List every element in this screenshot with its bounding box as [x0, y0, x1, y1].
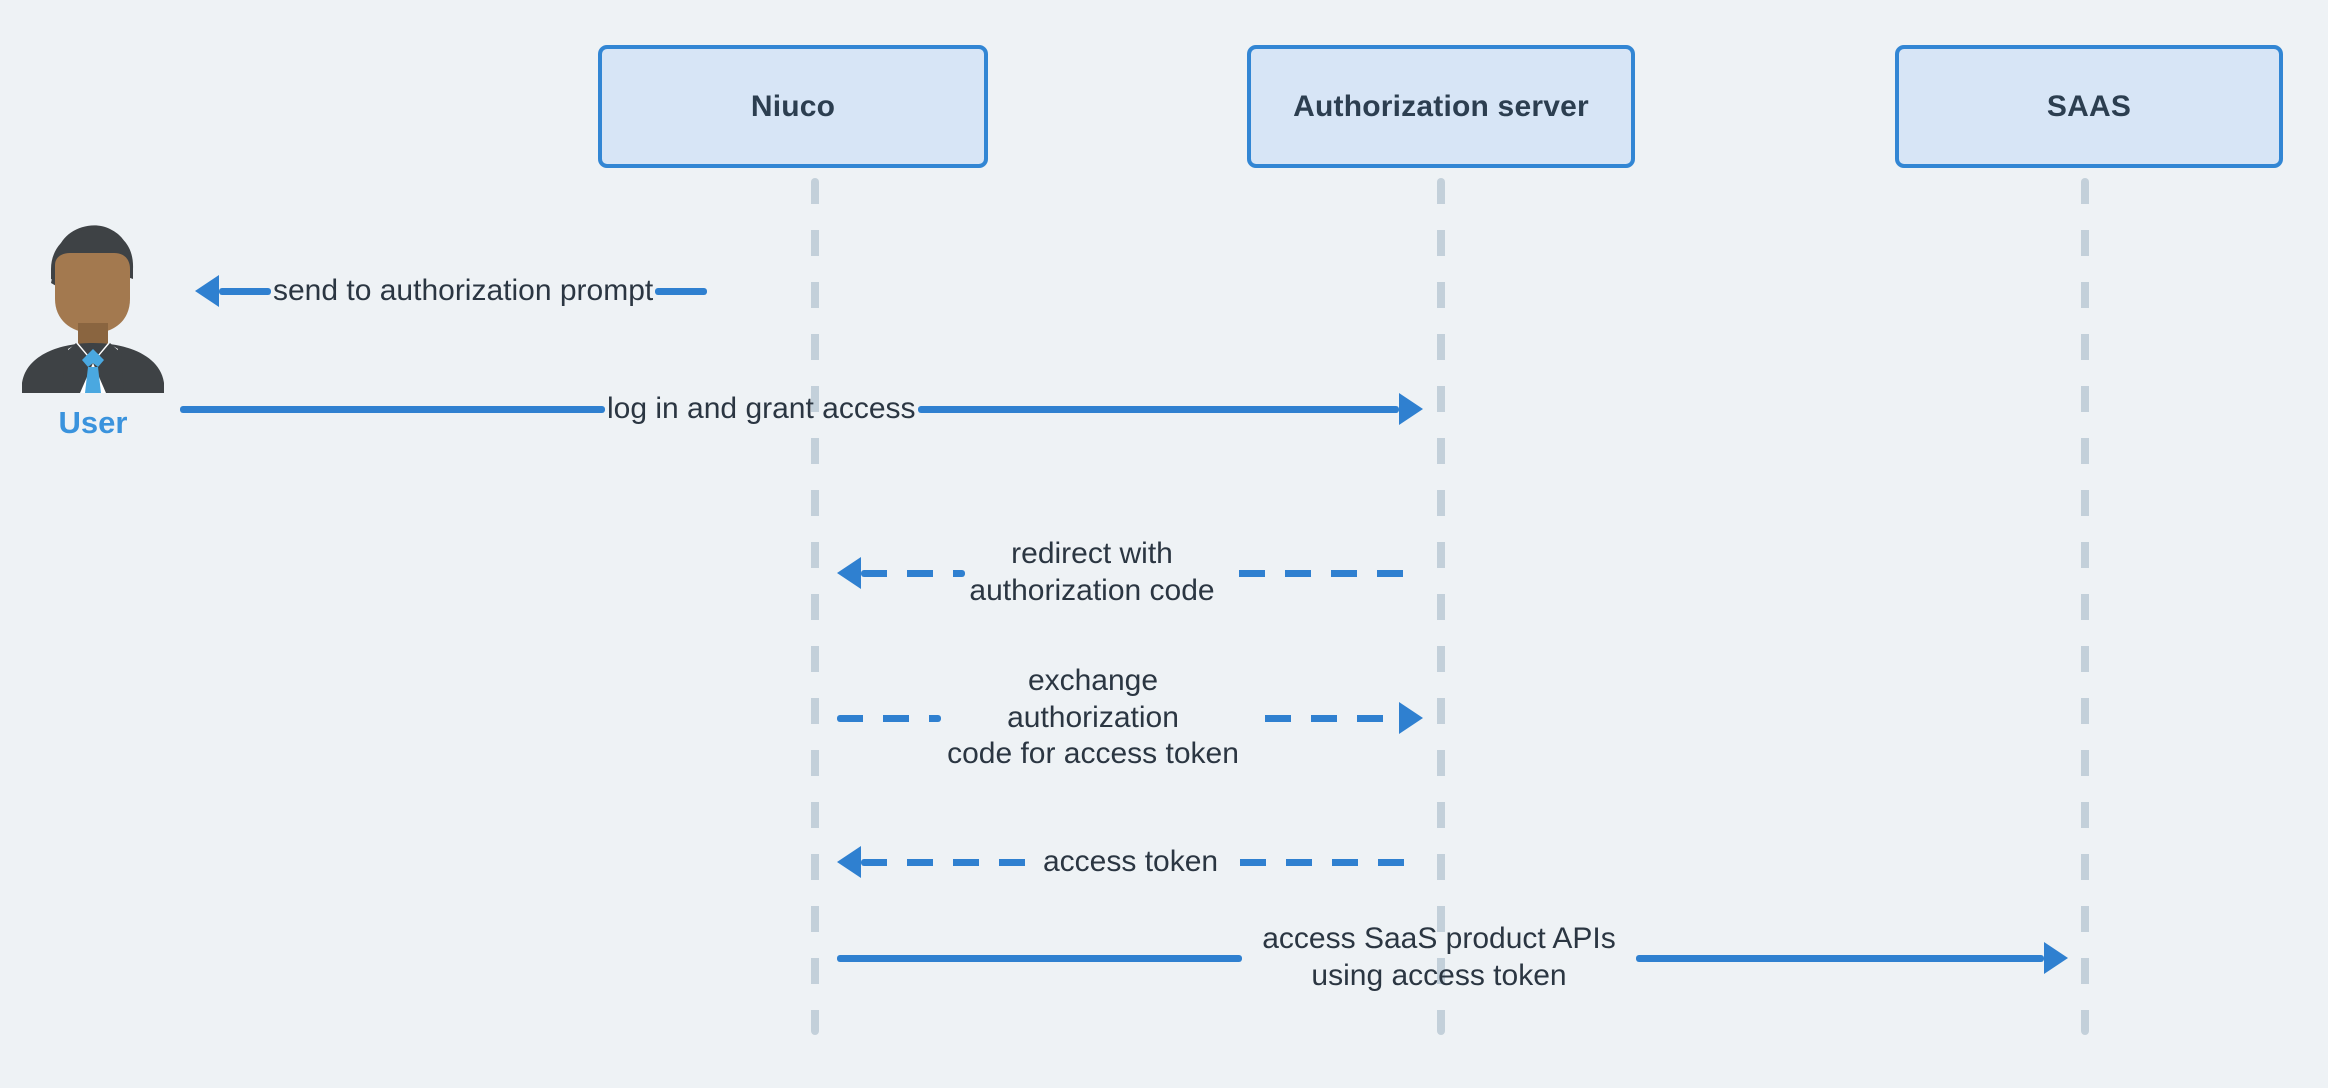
message-line-segment — [837, 954, 1242, 962]
message-label: redirect with authorization code — [969, 537, 1215, 607]
arrowhead-right-icon — [1399, 393, 1423, 425]
message-label: access SaaS product APIs using access to… — [1262, 922, 1616, 992]
participant-box-saas[interactable]: SAAS — [1895, 45, 2283, 168]
message-line-segment — [917, 405, 1399, 413]
message-label: exchange authorization code for access t… — [947, 664, 1239, 771]
lifeline-saas — [2081, 178, 2089, 1035]
arrowhead-right-icon — [1399, 702, 1423, 734]
message-redirect-with-authorization-code[interactable]: redirect with authorization code — [837, 537, 1423, 607]
message-line-segment — [861, 569, 965, 577]
actor-label-user: User — [58, 405, 128, 440]
arrowhead-left-icon — [837, 557, 861, 589]
message-send-to-authorization-prompt[interactable]: send to authorization prompt — [195, 274, 815, 308]
actor-user[interactable] — [18, 213, 168, 399]
message-line-segment — [1636, 954, 2044, 962]
message-line-segment — [180, 405, 605, 413]
participant-label-niuco: Niuco — [750, 89, 836, 123]
arrowhead-right-icon — [2044, 942, 2068, 974]
message-access-token[interactable]: access token — [837, 845, 1423, 879]
message-label: send to authorization prompt — [273, 273, 654, 307]
participant-box-authorization-server[interactable]: Authorization server — [1247, 45, 1635, 168]
message-line-segment — [837, 714, 941, 722]
lifeline-niuco — [811, 178, 819, 1035]
message-log-in-and-grant-access[interactable]: log in and grant access — [180, 392, 1423, 426]
participant-box-niuco[interactable]: Niuco — [598, 45, 988, 168]
message-line-segment — [655, 287, 708, 295]
message-exchange-authorization-code[interactable]: exchange authorization code for access t… — [837, 664, 1423, 770]
message-access-saas-product-apis[interactable]: access SaaS product APIs using access to… — [837, 922, 2068, 992]
participant-label-authorization-server: Authorization server — [1293, 89, 1589, 123]
participant-label-saas: SAAS — [2046, 89, 2132, 123]
message-line-segment — [861, 858, 1041, 866]
message-line-segment — [219, 287, 271, 295]
message-label: log in and grant access — [607, 391, 916, 425]
message-label: access token — [1043, 844, 1219, 878]
lifeline-authorization-server — [1437, 178, 1445, 1035]
user-avatar-icon — [22, 225, 164, 399]
arrowhead-left-icon — [837, 846, 861, 878]
message-line-segment — [1245, 714, 1399, 722]
arrowhead-left-icon — [195, 275, 219, 307]
message-line-segment — [1220, 858, 1423, 866]
message-line-segment — [1219, 569, 1423, 577]
